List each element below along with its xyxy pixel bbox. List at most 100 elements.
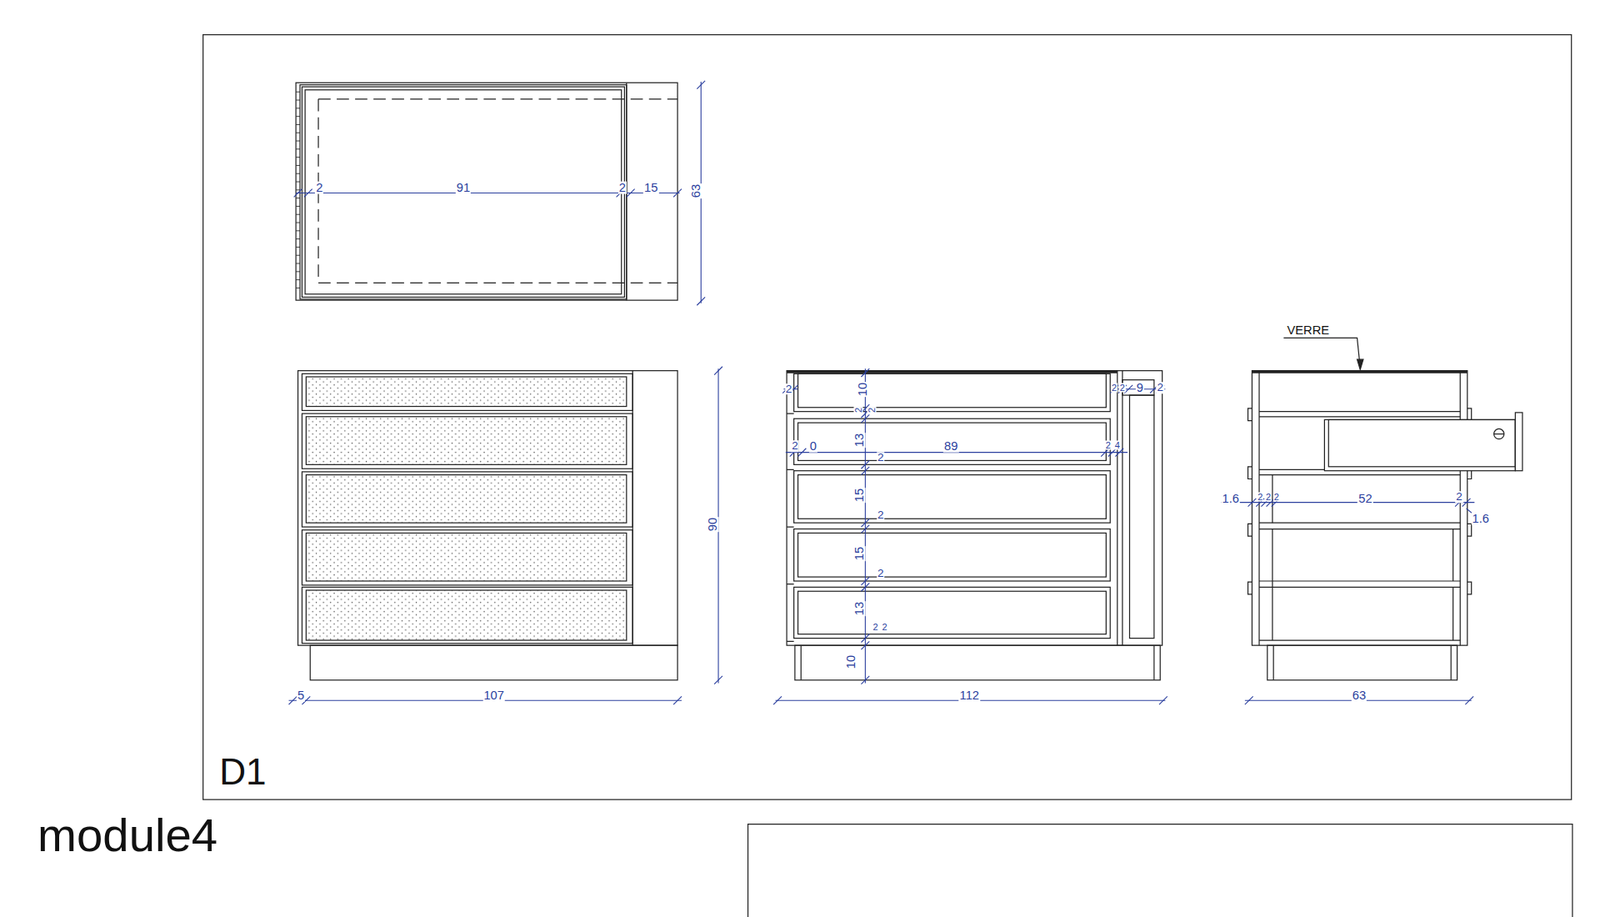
- dimension-line: [714, 366, 723, 375]
- dimension-value: 15: [643, 181, 659, 195]
- dimension-line: [860, 466, 870, 475]
- dimension-value: 2: [785, 383, 794, 395]
- drawing-line: [1130, 395, 1155, 639]
- drawing-line: [795, 645, 1160, 680]
- dimension-value: 2: [872, 621, 880, 631]
- dimension-line: [1462, 498, 1471, 507]
- dimension-line: [773, 695, 782, 705]
- dimension-line: [860, 414, 870, 423]
- dimension-value: 2: [790, 440, 800, 452]
- dimension-value: 2: [881, 621, 889, 631]
- dimension-value: 2: [1455, 491, 1464, 504]
- drawing-line: [298, 370, 679, 646]
- drawing-line: [1328, 419, 1515, 466]
- drawing-line: [748, 824, 1573, 917]
- drawing-line: [300, 85, 627, 300]
- drawing-line: [1267, 645, 1458, 680]
- dimension-line: [860, 368, 870, 377]
- sheet-frame: [203, 35, 1573, 917]
- dimension-line: [294, 189, 303, 198]
- dimension-line: [696, 296, 705, 305]
- dimension-value: 4: [1114, 440, 1121, 450]
- dimension-line: [860, 640, 870, 650]
- dimension-value: 5: [296, 689, 305, 702]
- dimension-line: [865, 368, 866, 683]
- dimension-value: 2: [876, 567, 885, 580]
- drawing-line: [1116, 370, 1118, 646]
- drawing-line: [203, 35, 1572, 800]
- drawing-line: [1251, 370, 1467, 646]
- dimension-value: 1.6: [1470, 512, 1490, 525]
- drawing-line: [305, 590, 626, 640]
- dimension-line: [860, 675, 870, 685]
- dimension-value: 2: [853, 406, 863, 414]
- dimension-value: 15: [853, 545, 866, 561]
- drawing-line: [301, 373, 633, 410]
- dimension-line: [673, 695, 682, 705]
- drawing-line: [1324, 419, 1515, 470]
- dimension-value: 2: [876, 451, 885, 464]
- drawing-line: [1283, 337, 1360, 368]
- dimension-value: 2: [866, 406, 876, 414]
- drawing-line: [301, 413, 633, 469]
- drawing-line: [798, 475, 1107, 520]
- dimension-value: 91: [455, 181, 471, 195]
- dimension-lines: [289, 80, 1477, 705]
- drawing-line: [310, 645, 678, 680]
- dimension-value: 89: [943, 440, 959, 453]
- drawing-line: [305, 376, 626, 407]
- drawing-line: [800, 645, 802, 680]
- drawing-line: [1515, 412, 1523, 471]
- drawing-line: [305, 416, 626, 465]
- dimension-value: 1.6: [1220, 491, 1240, 505]
- drawing-line: [305, 90, 622, 295]
- drawing-line: [786, 370, 1163, 646]
- drawing-line: [798, 532, 1107, 577]
- dimension-line: [304, 189, 313, 198]
- drawing-line: [305, 532, 626, 581]
- dimension-value: 2: [1119, 383, 1126, 393]
- dimension-line: [714, 675, 723, 685]
- drawing-line: [1494, 428, 1505, 439]
- dimension-value: 2: [1256, 492, 1264, 502]
- drawing-line: [295, 82, 678, 300]
- drawing-line: [301, 471, 633, 527]
- dimension-value: 2: [876, 510, 885, 522]
- dimension-value: 112: [959, 689, 980, 702]
- dimension-value: 63: [1351, 689, 1367, 702]
- drawing-line: [301, 86, 625, 297]
- dimension-value: 2: [1273, 492, 1280, 502]
- drawing-line: [1357, 359, 1364, 370]
- dimension-line: [673, 189, 682, 198]
- dimension-value: 2: [618, 181, 627, 195]
- plan-view: [295, 82, 678, 300]
- drawing-line: [1273, 645, 1275, 680]
- dimension-value: 10: [845, 653, 858, 669]
- dimension-line: [1465, 695, 1474, 705]
- module-name: module4: [36, 810, 219, 858]
- dimension-line: [696, 80, 705, 90]
- dimension-value: 9: [1135, 381, 1145, 395]
- dimension-line: [798, 448, 807, 457]
- section-view: [786, 370, 1163, 680]
- dimension-line: [860, 525, 870, 534]
- dimension-value: 13: [853, 600, 866, 616]
- dimension-line: [860, 634, 870, 643]
- drawing-line: [301, 586, 633, 643]
- drawing-line: [1450, 645, 1452, 680]
- drawing-line: [786, 370, 1118, 374]
- dimension-value: 10: [855, 380, 869, 396]
- dimension-line: [860, 582, 870, 591]
- dimension-value: 2: [315, 181, 324, 195]
- drawing-line: [794, 470, 1111, 523]
- drawing-line: [1153, 645, 1155, 680]
- dimension-value: 52: [1357, 491, 1373, 505]
- drawing-line: [798, 422, 1107, 460]
- dimension-value: 2: [1265, 492, 1272, 502]
- dimension-line: [1159, 695, 1168, 705]
- material-callout: VERRE: [1285, 323, 1330, 336]
- drawing-line: [794, 418, 1111, 465]
- dimension-line: [1245, 695, 1254, 705]
- drawing-line: [305, 475, 626, 524]
- side-view: [1248, 337, 1523, 680]
